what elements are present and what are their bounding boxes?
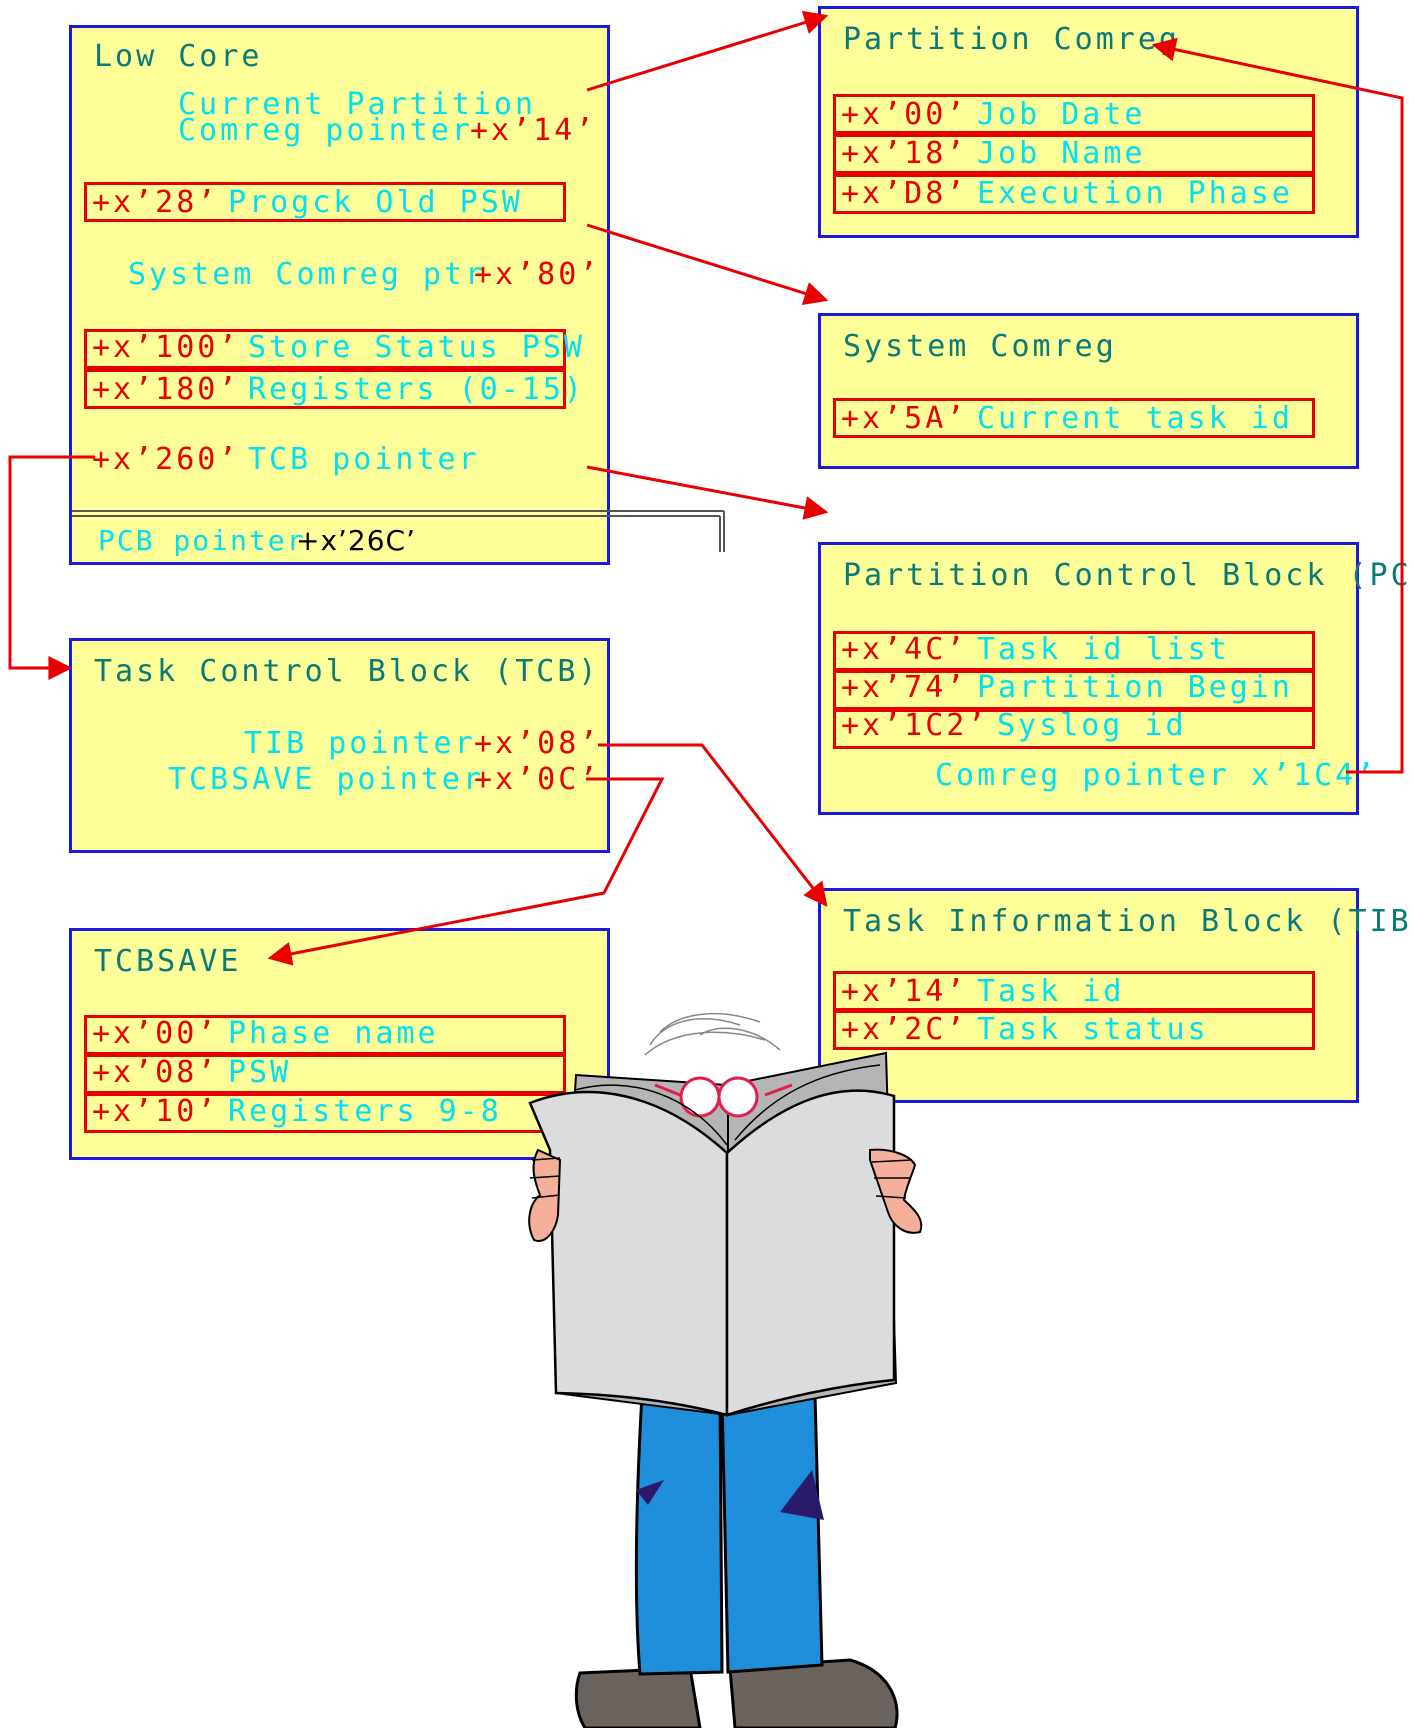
system-comreg-row-offset: +x’5A’ xyxy=(841,401,968,436)
tcbsave-row xyxy=(84,1015,566,1055)
tcbsave-pointer-label: TCBSAVE pointer xyxy=(168,762,484,797)
tib-row-label: Task id xyxy=(977,974,1125,1009)
tcbsave-row-offset: +x’08’ xyxy=(92,1055,219,1090)
system-comreg-row-label: Current task id xyxy=(977,401,1293,436)
tcbsave-row-label: Registers 9-8 xyxy=(228,1094,502,1129)
current-partition-label-2: Comreg pointer xyxy=(178,113,473,148)
system-comreg-box: System Comreg +x’5A’ Current task id xyxy=(818,313,1359,469)
partition-comreg-row xyxy=(833,174,1315,214)
partition-comreg-row-label: Job Date xyxy=(977,97,1146,132)
partition-comreg-row-label: Job Name xyxy=(977,136,1146,171)
current-partition-offset: +x’14’ xyxy=(470,113,597,148)
pcb-row-offset: +x’74’ xyxy=(841,670,968,705)
tcb-box: Task Control Block (TCB) TIB pointer +x’… xyxy=(69,638,610,853)
tcbsave-box: TCBSAVE +x’00’ Phase name +x’08’ PSW +x’… xyxy=(69,928,610,1160)
arrow-pcb xyxy=(586,465,829,520)
left-shoe xyxy=(574,1666,702,1728)
arrow-pcb-comreg-back xyxy=(1151,37,1404,774)
partition-comreg-row xyxy=(833,94,1315,134)
tib-pointer-label: TIB pointer xyxy=(244,726,476,761)
tcb-title: Task Control Block (TCB) xyxy=(94,654,600,689)
pcb-row-label: Partition Begin xyxy=(977,670,1293,705)
registers-offset: +x’180’ xyxy=(92,372,240,407)
tcb-pointer-label: TCB pointer xyxy=(248,442,480,477)
tib-title: Task Information Block (TIB) xyxy=(843,904,1414,939)
pcb-row-label: Task id list xyxy=(977,632,1230,667)
pcb-row-label: Syslog id xyxy=(997,708,1187,743)
registers-label: Registers (0-15) xyxy=(248,372,585,407)
partition-comreg-row xyxy=(833,134,1315,174)
tcb-pointer-offset: +x’260’ xyxy=(92,442,240,477)
pcb-pointer-divider xyxy=(72,510,725,552)
pcb-box: Partition Control Block (PCB +x’4C’ Task… xyxy=(818,542,1414,815)
tib-row xyxy=(833,971,1315,1011)
registers-row xyxy=(84,369,566,409)
newspaper-right-page xyxy=(725,1089,896,1417)
system-comreg-ptr-offset: +x’80’ xyxy=(474,257,601,292)
tcbsave-row-offset: +x’00’ xyxy=(92,1016,219,1051)
tib-box: Task Information Block (TIB) +x’14’ Task… xyxy=(818,888,1414,1103)
pcb-row-offset: +x’1C2’ xyxy=(841,708,989,743)
progck-offset: +x’28’ xyxy=(92,185,219,220)
store-status-label: Store Status PSW xyxy=(248,330,585,365)
pcb-comreg-pointer-label: Comreg pointer x’1C4’ xyxy=(935,758,1378,793)
system-comreg-row xyxy=(833,398,1315,438)
tib-row-offset: +x’14’ xyxy=(841,974,968,1009)
pcb-pointer-label: PCB pointer xyxy=(98,524,306,557)
progck-label: Progck Old PSW xyxy=(228,185,523,220)
low-core-box: Low Core Current Partition Comreg pointe… xyxy=(69,25,610,565)
arrow-tib xyxy=(598,743,828,907)
arrow-tcb xyxy=(8,455,95,680)
store-status-row xyxy=(84,329,566,369)
pcb-row xyxy=(833,709,1315,749)
arrow-tcbsave xyxy=(267,777,665,966)
partition-comreg-row-offset: +x’18’ xyxy=(841,136,968,171)
partition-comreg-row-label: Execution Phase xyxy=(977,176,1293,211)
right-hand xyxy=(869,1148,923,1234)
tcbsave-row xyxy=(84,1054,566,1094)
tib-row xyxy=(833,1010,1315,1050)
current-partition-label-1: Current Partition xyxy=(178,87,537,122)
tib-pointer-offset: +x’08’ xyxy=(474,726,601,761)
tcbsave-pointer-offset: +x’0C’ xyxy=(474,762,601,797)
pcb-row xyxy=(833,670,1315,710)
tcbsave-title: TCBSAVE xyxy=(94,944,242,979)
tib-row-offset: +x’2C’ xyxy=(841,1012,968,1047)
store-status-offset: +x’100’ xyxy=(92,330,240,365)
progck-row xyxy=(84,182,566,222)
arrow-partition-comreg xyxy=(586,10,829,92)
newspaper-reader-figure xyxy=(528,1013,923,1728)
pcb-pointer-offset: +x’26C’ xyxy=(296,524,417,557)
tcbsave-row-label: Phase name xyxy=(228,1016,439,1051)
pcb-row xyxy=(833,631,1315,671)
system-comreg-ptr-label: System Comreg ptr xyxy=(128,257,487,292)
partition-comreg-row-offset: +x’00’ xyxy=(841,97,968,132)
low-core-title: Low Core xyxy=(94,39,263,74)
pcb-row-offset: +x’4C’ xyxy=(841,632,968,667)
pcb-title: Partition Control Block (PCB xyxy=(843,558,1414,593)
system-comreg-title: System Comreg xyxy=(843,329,1117,364)
right-leg xyxy=(720,1393,824,1674)
tcbsave-row-offset: +x’10’ xyxy=(92,1094,219,1129)
glasses-icon xyxy=(679,1076,721,1118)
partition-comreg-box: Partition Comreg +x’00’ Job Date +x’18’ … xyxy=(818,6,1359,238)
tcbsave-row-label: PSW xyxy=(228,1055,292,1090)
left-leg xyxy=(634,1393,724,1676)
newspaper-left-page xyxy=(528,1090,729,1417)
partition-comreg-row-offset: +x’D8’ xyxy=(841,176,968,211)
tib-row-label: Task status xyxy=(977,1012,1209,1047)
arrow-system-comreg xyxy=(586,223,829,305)
left-hand xyxy=(528,1148,562,1242)
